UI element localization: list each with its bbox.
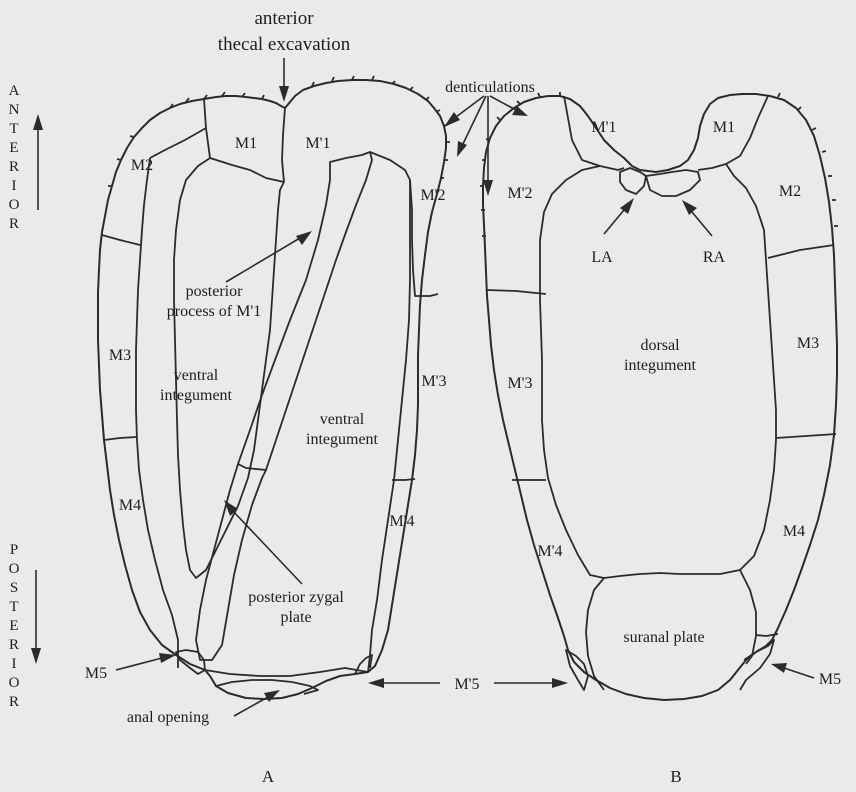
dorsal-integument-label-1: dorsal [640, 337, 680, 354]
la-arrow [604, 198, 634, 234]
suranal-plate-outline [586, 578, 604, 690]
posterior-arrow [31, 570, 41, 664]
m2-m3-suture-b [768, 245, 834, 258]
ventral-integument-left-1: ventral [174, 367, 219, 384]
posterior-letter: I [12, 656, 17, 672]
anterior-orientation: A N T E R I O R [9, 83, 20, 232]
anterior-arrow [33, 114, 43, 210]
m2-boundary [150, 128, 206, 158]
m1-mprime1-suture [282, 108, 285, 182]
m5-right-label: M5 [819, 671, 841, 688]
suranal-plate-right [740, 570, 756, 664]
anterior-letter: A [9, 83, 20, 99]
panel-label-b: B [670, 767, 681, 786]
posterior-letter: R [9, 694, 19, 710]
plate-b-m1: M1 [713, 119, 735, 136]
posterior-process-arrow [226, 231, 312, 282]
ra-label: RA [703, 249, 726, 266]
m5-left-label: M5 [85, 665, 107, 682]
anal-arrow [234, 690, 280, 716]
mprime5-label: M'5 [454, 676, 479, 693]
ventral-integument-right-2: integument [306, 431, 379, 448]
anterior-letter: R [9, 216, 19, 232]
anterior-letter: E [9, 140, 18, 156]
ra-plate [646, 170, 700, 196]
panel-label-a: A [262, 767, 275, 786]
anterior-excavation-label-2: thecal excavation [218, 34, 351, 55]
la-label: LA [591, 249, 613, 266]
posterior-letter: R [9, 637, 19, 653]
posterior-letter: E [9, 618, 18, 634]
plate-b-mprime4: M'4 [537, 543, 562, 560]
anterior-letter: T [9, 121, 18, 137]
plate-b-mprime1: M'1 [591, 119, 616, 136]
posterior-letter: T [9, 599, 18, 615]
m3-m4-suture [104, 437, 136, 440]
anterior-letter: O [9, 197, 20, 213]
posterior-letter: P [10, 542, 18, 558]
anterior-letter: R [9, 159, 19, 175]
la-plate [620, 168, 646, 194]
anterior-letter: N [9, 102, 20, 118]
plate-a-m1: M1 [235, 135, 257, 152]
ventral-integument-right-1: ventral [320, 411, 365, 428]
anterior-letter: I [12, 178, 17, 194]
posterior-letter: O [9, 561, 20, 577]
plate-b-mprime3: M'3 [507, 375, 532, 392]
right-marginal-inner-border [368, 180, 410, 672]
plate-a-mprime4: M'4 [389, 513, 414, 530]
anterior-excavation-label-1: anterior [254, 8, 314, 29]
plate-b-m4: M4 [783, 523, 805, 540]
plate-a-m3: M3 [109, 347, 131, 364]
posterior-letter: O [9, 675, 20, 691]
plate-a-mprime2: M'2 [420, 187, 445, 204]
mprime5-b-plate [566, 650, 588, 690]
plate-a-m2: M2 [131, 157, 153, 174]
excavation-arrow [279, 58, 289, 102]
left-marginal-inner-border [136, 158, 178, 668]
denticulations-arrows [444, 96, 528, 196]
ra-arrow [682, 200, 712, 236]
suranal-plate-label: suranal plate [623, 629, 704, 646]
plate-b-mprime2: M'2 [507, 185, 532, 202]
plate-a-mprime1: M'1 [305, 135, 330, 152]
plate-a-m4: M4 [119, 497, 141, 514]
posterior-orientation: P O S T E R I O R [9, 542, 20, 710]
mprime3-mprime4-suture [392, 479, 415, 480]
m5-left-arrow [116, 653, 176, 670]
plate-b-m2: M2 [779, 183, 801, 200]
posterior-zygal-label-1: posterior zygal [248, 589, 344, 606]
plate-b-m3: M3 [797, 335, 819, 352]
mprime2-mprime3-suture [486, 290, 546, 294]
posterior-process-label-1: posterior [186, 283, 244, 300]
m2-m3-suture [102, 235, 140, 245]
denticulations-label: denticulations [445, 79, 535, 96]
dorsal-integument-label-2: integument [624, 357, 697, 374]
m5-left-plate [176, 650, 205, 674]
posterior-zygal-label-2: plate [280, 609, 311, 626]
anal-opening-label: anal opening [127, 709, 209, 726]
m5-right-arrow [771, 663, 814, 678]
posterior-letter: S [10, 580, 18, 596]
m5-b-plate [740, 640, 774, 690]
mprime2-boundary [370, 152, 438, 296]
posterior-process-label-2: process of M'1 [167, 303, 261, 320]
figure-a-denticles [108, 76, 450, 186]
ventral-integument-left-2: integument [160, 387, 233, 404]
plate-a-mprime3: M'3 [421, 373, 446, 390]
figure-b-denticles [480, 92, 838, 236]
posterior-zygal-plate [196, 464, 266, 660]
m3-m4-suture-b [776, 434, 836, 438]
